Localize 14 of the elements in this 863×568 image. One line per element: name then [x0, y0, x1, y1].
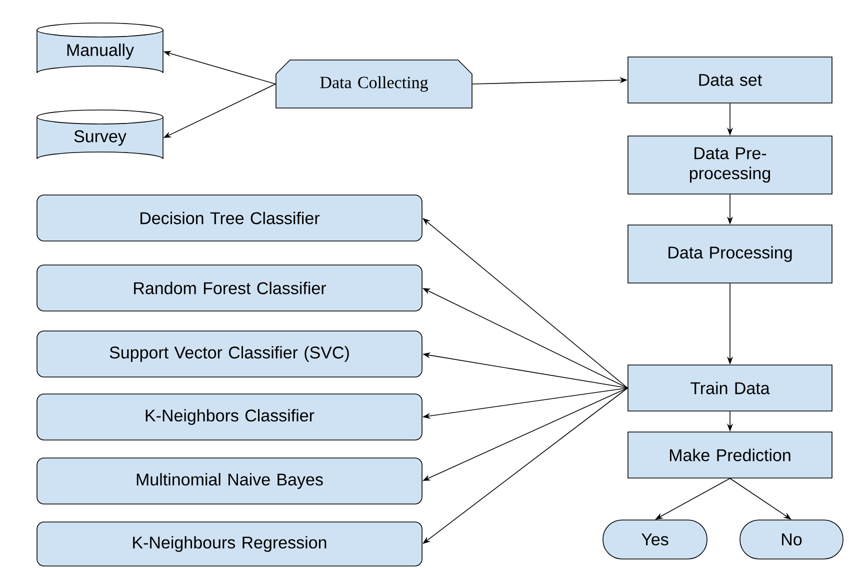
- classifier-box: Multinomial Naive Bayes: [36, 458, 422, 504]
- process-box: Train Data: [628, 364, 832, 412]
- classifier-box: Random Forest Classifier: [36, 264, 422, 312]
- process-box: Data set: [628, 56, 832, 104]
- classifier-box: Support Vector Classifier (SVC): [36, 330, 422, 378]
- process-box: Data Pre-processing: [628, 136, 832, 194]
- classifier-box: K-Neighbors Classifier: [36, 394, 422, 440]
- classifier-box: Decision Tree Classifier: [36, 194, 422, 242]
- process-box: Data Processing: [628, 224, 832, 284]
- terminal-box: Yes: [602, 520, 708, 560]
- process-box: Make Prediction: [628, 432, 832, 478]
- terminal-box: No: [740, 520, 844, 560]
- classifier-box: K-Neighbours Regression: [36, 522, 422, 566]
- process-box: Data Collecting: [276, 60, 472, 108]
